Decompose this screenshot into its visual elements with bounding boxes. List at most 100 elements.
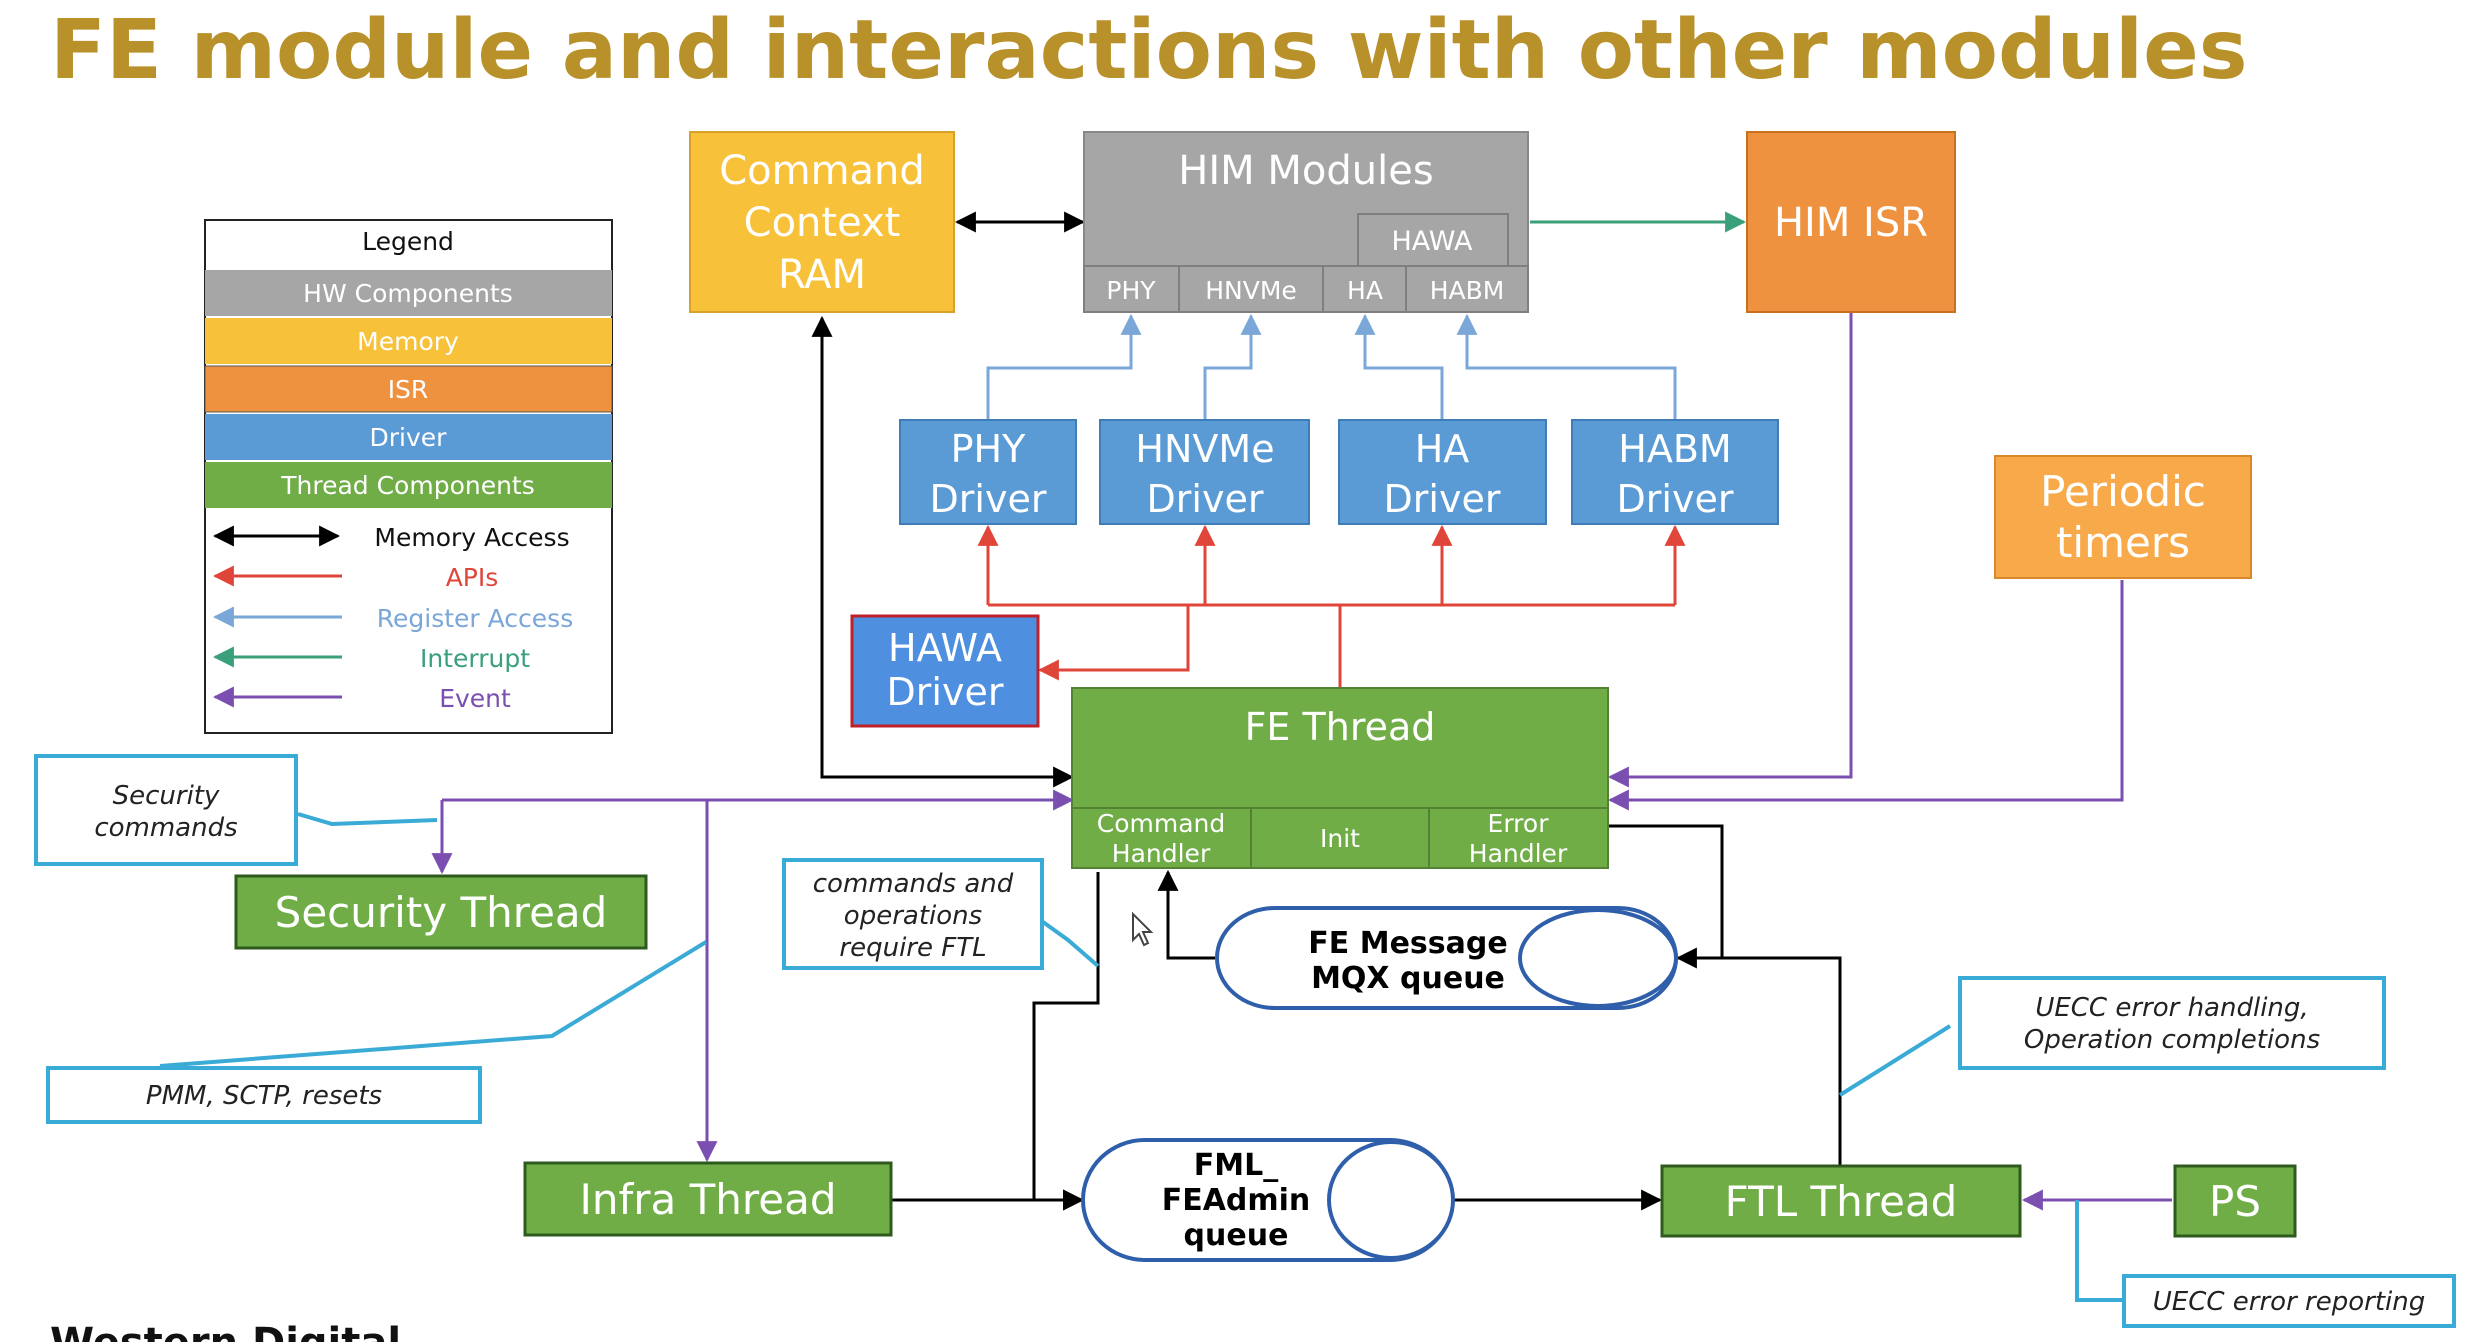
arrow-ram-fe [811,315,1075,788]
note-ftl-line-1: commands and [813,869,1014,899]
security-thread-label: Security Thread [275,888,608,937]
init-label: Init [1320,824,1360,853]
him-port-habm: HABM [1430,276,1505,305]
leader-pmm [159,940,708,1068]
arrow-ftl-feq [1675,947,1842,1166]
arrow-ha-reg [1354,313,1444,420]
error-handler-label-1: Error [1488,809,1550,838]
note-security-commands: Security commands [34,754,298,866]
mouse-cursor-icon [1132,911,1154,947]
hawa-label: HAWA [1392,226,1474,257]
fml-feadmin-queue: FML_ FEAdmin queue [1081,1138,1455,1262]
footer-brand: Western Digital [50,1320,401,1342]
ram-label-2: Context [744,200,901,246]
hawa-driver: HAWA Driver [850,614,1040,728]
habm-driver: HABM Driver [1571,419,1779,525]
infra-thread: Infra Thread [523,1161,893,1237]
arrow-isr-fe [1607,313,1853,788]
hawa-driver-label-2: Driver [887,670,1004,714]
ha-driver-label-2: Driver [1384,477,1501,521]
him-modules: HIM Modules HAWA PHY HNVMe HA HABM [1083,131,1529,313]
timers-label-2: timers [2056,518,2190,567]
legend-apis: APIs [446,563,499,592]
ha-driver-label-1: HA [1415,427,1470,471]
hnvme-driver: HNVMe Driver [1099,419,1310,525]
arrow-feq-handler [1157,869,1215,960]
leader-uecc-handling [1838,1024,1952,1097]
legend-header: Legend [362,227,454,256]
him-isr: HIM ISR [1746,131,1956,313]
legend-memory-swatch [205,318,612,364]
command-context-ram: Command Context RAM [689,131,955,313]
arrow-api-hawa [1037,605,1190,681]
note-security-line-2: commands [94,813,237,843]
arrow-phy-reg [986,313,1142,420]
phy-driver-label-1: PHY [951,427,1026,471]
phy-driver: PHY Driver [899,419,1077,525]
ftl-thread: FTL Thread [1660,1164,2022,1238]
fe-thread: FE Thread Command Handler Init Error Han… [1071,687,1609,869]
note-pmm-text: PMM, SCTP, resets [146,1081,382,1111]
legend-event: Event [439,684,511,713]
legend-hw-label: HW Components [303,279,513,308]
fml-queue-label-3: queue [1184,1218,1289,1253]
him-port-hnvme: HNVMe [1205,276,1297,305]
note-uecc-handling-line-2: Operation completions [2024,1025,2320,1055]
legend: Legend HW Components Memory ISR Driver T… [204,219,613,734]
arrow-error-feq [1600,824,1724,958]
legend-interrupt: Interrupt [420,644,530,673]
fe-thread-label: FE Thread [1245,705,1436,749]
ps-block: PS [2173,1164,2297,1238]
note-uecc-reporting-text: UECC error reporting [2153,1287,2425,1317]
fml-queue-label-1: FML_ [1194,1148,1278,1183]
ram-label-3: RAM [778,252,866,298]
arrow-habm-reg [1456,313,1677,420]
legend-thread-label: Thread Components [280,471,535,500]
leader-security [297,812,438,827]
error-handler-label-2: Handler [1469,839,1568,868]
command-handler-label-2: Handler [1112,839,1211,868]
hawa-driver-label-1: HAWA [888,626,1002,670]
ram-label-1: Command [719,148,925,194]
legend-hw-swatch [205,270,612,316]
legend-isr-swatch [204,365,613,413]
note-ftl-line-2: operations [844,901,982,931]
leader-ftl-req [1041,920,1100,968]
note-commands-require-ftl: commands and operations require FTL [782,858,1044,970]
note-uecc-handling: UECC error handling, Operation completio… [1958,976,2386,1070]
him-modules-label: HIM Modules [1178,148,1433,194]
infra-thread-label: Infra Thread [579,1175,836,1224]
legend-driver-label: Driver [370,423,448,452]
legend-memory-access: Memory Access [374,523,569,552]
legend-memory-label: Memory [357,327,459,356]
legend-driver-swatch [205,414,612,460]
habm-driver-label-2: Driver [1617,477,1734,521]
page-title: FE module and interactions with other mo… [50,3,2248,98]
note-pmm-sctp-resets: PMM, SCTP, resets [46,1066,482,1124]
fe-queue-label-2: MQX queue [1311,961,1505,996]
timers-label-1: Periodic [2040,467,2206,516]
fe-message-queue: FE Message MQX queue [1215,906,1678,1010]
note-uecc-reporting: UECC error reporting [2122,1274,2456,1328]
note-security-line-1: Security [113,781,220,811]
leader-uecc-reporting [2075,1200,2123,1302]
legend-thread-swatch [205,462,612,508]
him-isr-label: HIM ISR [1774,200,1928,246]
habm-driver-label-1: HABM [1618,427,1731,471]
ha-driver: HA Driver [1338,419,1547,525]
legend-isr-label: ISR [388,375,429,404]
connectors [159,211,2172,1302]
fml-queue-label-2: FEAdmin [1162,1183,1311,1218]
command-handler-label-1: Command [1097,809,1226,838]
ps-label: PS [2209,1177,2261,1226]
security-thread: Security Thread [234,874,648,950]
note-uecc-handling-line-1: UECC error handling, [2035,993,2308,1023]
him-port-ha: HA [1347,276,1383,305]
arrow-timers-fe [1607,580,2124,811]
fe-queue-label-1: FE Message [1308,926,1507,961]
him-port-phy: PHY [1106,276,1156,305]
note-ftl-line-3: require FTL [839,933,986,963]
phy-driver-label-2: Driver [930,477,1047,521]
periodic-timers: Periodic timers [1994,455,2252,579]
